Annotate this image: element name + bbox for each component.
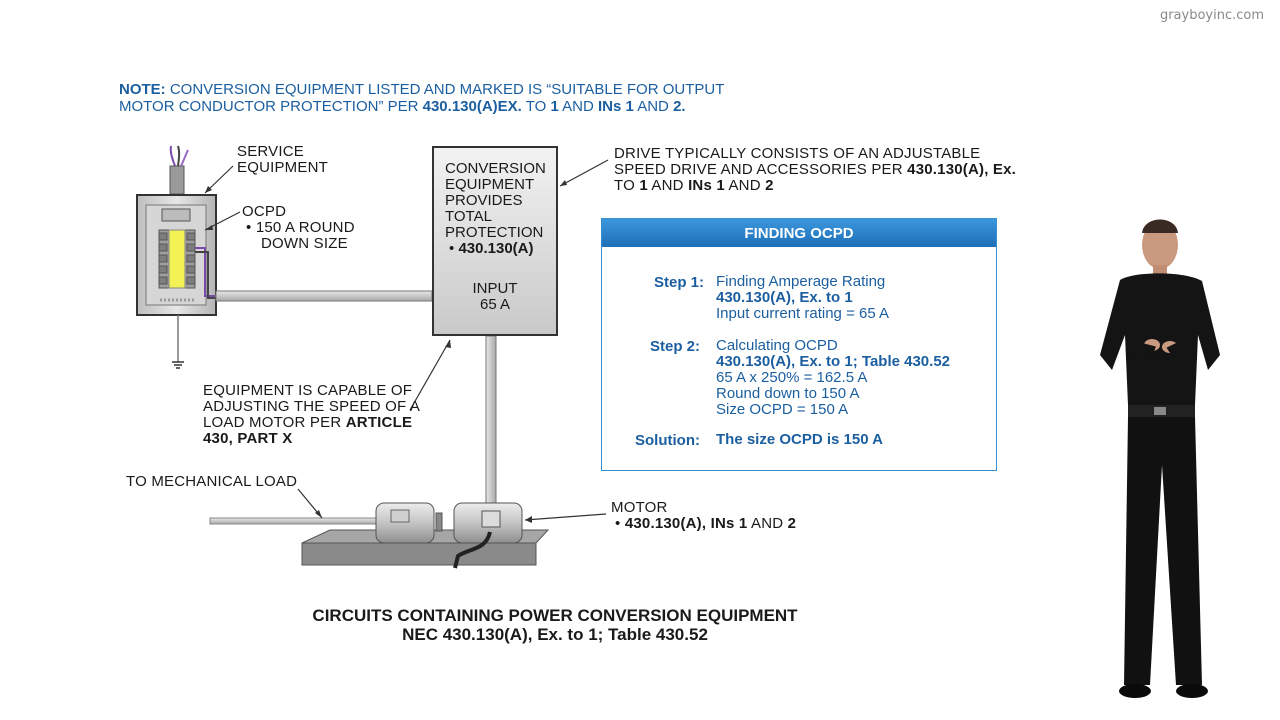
equipment-line2: ADJUSTING THE SPEED OF A <box>203 398 421 415</box>
drive-line2-a: SPEED DRIVE AND ACCESSORIES PER <box>614 161 908 178</box>
drive-line3-a: TO <box>614 177 640 194</box>
watermark: grayboyinc.com <box>1159 8 1264 23</box>
equipment-line3-b: ARTICLE <box>345 414 413 431</box>
mechanical-load-label: TO MECHANICAL LOAD <box>126 473 298 490</box>
drive-line3-e: AND <box>724 177 766 194</box>
load-machine <box>375 502 443 544</box>
conversion-line1: CONVERSION <box>445 160 546 177</box>
note-line2-f: INs 1 <box>598 98 634 115</box>
drive-line3-c: AND <box>647 177 689 194</box>
conversion-input: INPUT 65 A <box>440 281 550 313</box>
solution-label: Solution: <box>635 432 700 449</box>
caption-line2: NEC 430.130(A), Ex. to 1; Table 430.52 <box>402 625 708 644</box>
finding-ocpd-panel: FINDING OCPD Step 1: Finding Amperage Ra… <box>601 218 997 471</box>
drive-line3-d: INs 1 <box>688 177 725 194</box>
note-line2-a: MOTOR CONDUCTOR PROTECTION” PER <box>119 98 423 115</box>
step2-label: Step 2: <box>649 338 700 355</box>
service-equipment-label: SERVICE EQUIPMENT <box>237 144 328 176</box>
note-prefix: NOTE: <box>119 81 166 98</box>
motor-label: MOTOR • 430.130(A), INs 1 AND 2 <box>611 500 796 532</box>
conversion-label: CONVERSION EQUIPMENT PROVIDES TOTAL PROT… <box>445 161 546 257</box>
ocpd-line2: DOWN SIZE <box>261 235 348 252</box>
leader-arrowheads <box>205 180 567 523</box>
step2-line3: 65 A x 250% = 162.5 A <box>716 369 868 386</box>
conversion-line2: EQUIPMENT <box>445 176 535 193</box>
leader-lines <box>204 159 609 521</box>
solution-text: The size OCPD is 150 A <box>716 431 884 448</box>
note-line2-d: 1 <box>550 98 559 115</box>
drive-line2-b: 430.130(A), Ex. <box>907 161 1017 178</box>
note-line1: CONVERSION EQUIPMENT LISTED AND MARKED I… <box>165 81 725 98</box>
equipment-line4: 430, PART X <box>203 430 293 447</box>
drive-line3-b: 1 <box>639 177 648 194</box>
conversion-line3: PROVIDES <box>445 192 523 209</box>
drive-line3-f: 2 <box>765 177 774 194</box>
equipment-line1: EQUIPMENT IS CAPABLE OF <box>203 382 413 399</box>
step1-line3: Input current rating = 65 A <box>716 305 890 322</box>
conversion-bullet: • <box>449 240 455 257</box>
motor-ref-a: 430.130(A), INs 1 <box>624 515 748 532</box>
caption-line1: CIRCUITS CONTAINING POWER CONVERSION EQU… <box>312 606 798 625</box>
motor-ref-b: AND <box>747 515 788 532</box>
conduit-vertical <box>485 335 497 515</box>
note-line2-b: 430.130(A)EX. <box>422 98 522 115</box>
equipment-line3-a: LOAD MOTOR PER <box>203 414 346 431</box>
conversion-line4: TOTAL <box>445 208 492 225</box>
step2-text: Calculating OCPD 430.130(A), Ex. to 1; T… <box>716 338 950 418</box>
step2-line5: Size OCPD = 150 A <box>716 401 849 418</box>
step2-line1: Calculating OCPD <box>716 337 838 354</box>
service-conductors <box>169 145 189 195</box>
conversion-equipment-box <box>432 146 558 336</box>
equipment-capable-label: EQUIPMENT IS CAPABLE OF ADJUSTING THE SP… <box>203 383 420 447</box>
service-line1: SERVICE <box>237 143 304 160</box>
motor <box>453 502 523 569</box>
conversion-input-label: INPUT <box>472 280 518 297</box>
motor-title: MOTOR <box>611 499 668 516</box>
step1-line2: 430.130(A), Ex. to 1 <box>716 289 853 306</box>
ocpd-bullet: • <box>246 219 252 236</box>
ocpd-label: OCPD • 150 A ROUND DOWN SIZE <box>242 204 355 252</box>
conduit-horizontal <box>215 290 433 302</box>
note-line2-e: AND <box>558 98 599 115</box>
step1-text: Finding Amperage Rating 430.130(A), Ex. … <box>716 274 889 322</box>
finding-ocpd-header: FINDING OCPD <box>602 219 996 247</box>
service-line2: EQUIPMENT <box>237 159 328 176</box>
service-panel <box>136 194 217 316</box>
motor-bullet: • <box>615 515 621 532</box>
note-line2-h: 2. <box>673 98 686 115</box>
drive-label: DRIVE TYPICALLY CONSISTS OF AN ADJUSTABL… <box>614 146 1016 194</box>
ocpd-line1: 150 A ROUND <box>255 219 355 236</box>
note-line2-g: AND <box>633 98 674 115</box>
ground-symbol <box>172 315 184 369</box>
note-text: NOTE: CONVERSION EQUIPMENT LISTED AND MA… <box>119 81 759 115</box>
motor-ref-c: 2 <box>787 515 797 532</box>
step2-line2: 430.130(A), Ex. to 1; Table 430.52 <box>716 353 951 370</box>
step1-line1: Finding Amperage Rating <box>716 273 886 290</box>
conversion-ref: 430.130(A) <box>458 240 534 257</box>
conversion-line5: PROTECTION <box>445 224 544 241</box>
ocpd-title: OCPD <box>242 203 287 220</box>
conversion-input-value: 65 A <box>479 296 511 313</box>
drive-line1: DRIVE TYPICALLY CONSISTS OF AN ADJUSTABL… <box>614 145 981 162</box>
presenter-figure <box>1100 219 1220 698</box>
wiring-diagram <box>136 145 609 569</box>
note-line2-c: TO <box>521 98 551 115</box>
step1-label: Step 1: <box>653 274 704 291</box>
diagram-caption: CIRCUITS CONTAINING POWER CONVERSION EQU… <box>0 606 1110 644</box>
motor-shaft <box>209 517 379 525</box>
step2-line4: Round down to 150 A <box>716 385 860 402</box>
